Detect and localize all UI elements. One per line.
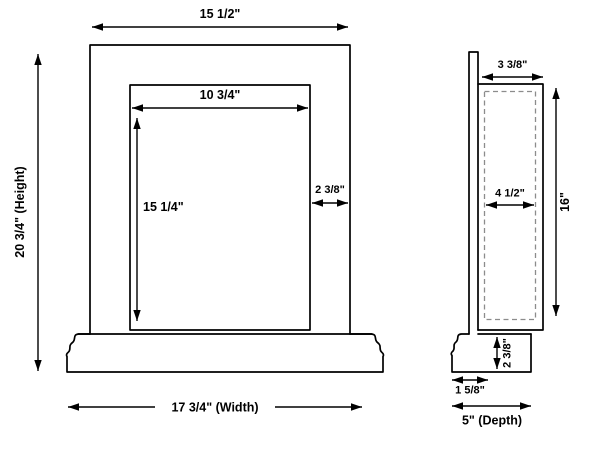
dim-side-overall-depth-label: 5" (Depth) [462,414,522,428]
side-box-outline [477,83,544,331]
dim-front-overall-height-label: 20 3/4" (Height) [13,166,27,257]
dim-side-top-ledge: 3 3/8" [482,59,543,81]
dim-side-base-height-label: 2 3/8" [502,338,514,368]
front-base-molding [65,333,385,373]
dim-front-frame-thickness: 2 3/8" [312,184,348,207]
dim-front-overall-width: 17 3/4" (Width) [68,401,362,415]
dim-side-base-front: 1 5/8" [452,376,488,397]
front-opening-outline [129,84,311,331]
dim-front-frame-thickness-label: 2 3/8" [315,184,345,196]
dim-front-top-width: 15 1/2" [92,7,348,31]
front-view: 15 1/2" 10 3/4" 15 1/4" 2 3/8" 20 3/4" (… [13,7,385,415]
dim-side-back-height-label: 16" [558,192,572,212]
dim-front-opening-width-label: 10 3/4" [200,88,241,102]
dim-front-opening-height: 15 1/4" [133,118,184,321]
dim-side-inner-depth-label: 4 1/2" [495,188,525,200]
front-frame-outline [89,44,351,335]
dim-front-overall-height: 20 3/4" (Height) [13,54,42,371]
dim-front-opening-height-label: 15 1/4" [143,200,184,214]
dim-side-base-front-label: 1 5/8" [455,385,485,397]
side-view: 3 3/8" 4 1/2" 16" 2 3/8" 1 5/8" [450,51,572,428]
dim-side-base-height: 2 3/8" [493,337,514,369]
side-hidden-inner-edge [483,90,537,321]
dim-front-opening-width: 10 3/4" [132,88,308,112]
dim-front-overall-width-label: 17 3/4" (Width) [171,401,258,415]
dim-side-back-height: 16" [552,88,572,316]
side-base-molding [450,333,532,373]
dim-side-inner-depth: 4 1/2" [486,188,534,209]
dim-front-top-width-label: 15 1/2" [200,7,241,21]
side-front-board-outline [468,51,479,335]
dim-side-top-ledge-label: 3 3/8" [498,59,528,71]
dim-side-overall-depth: 5" (Depth) [452,402,531,428]
